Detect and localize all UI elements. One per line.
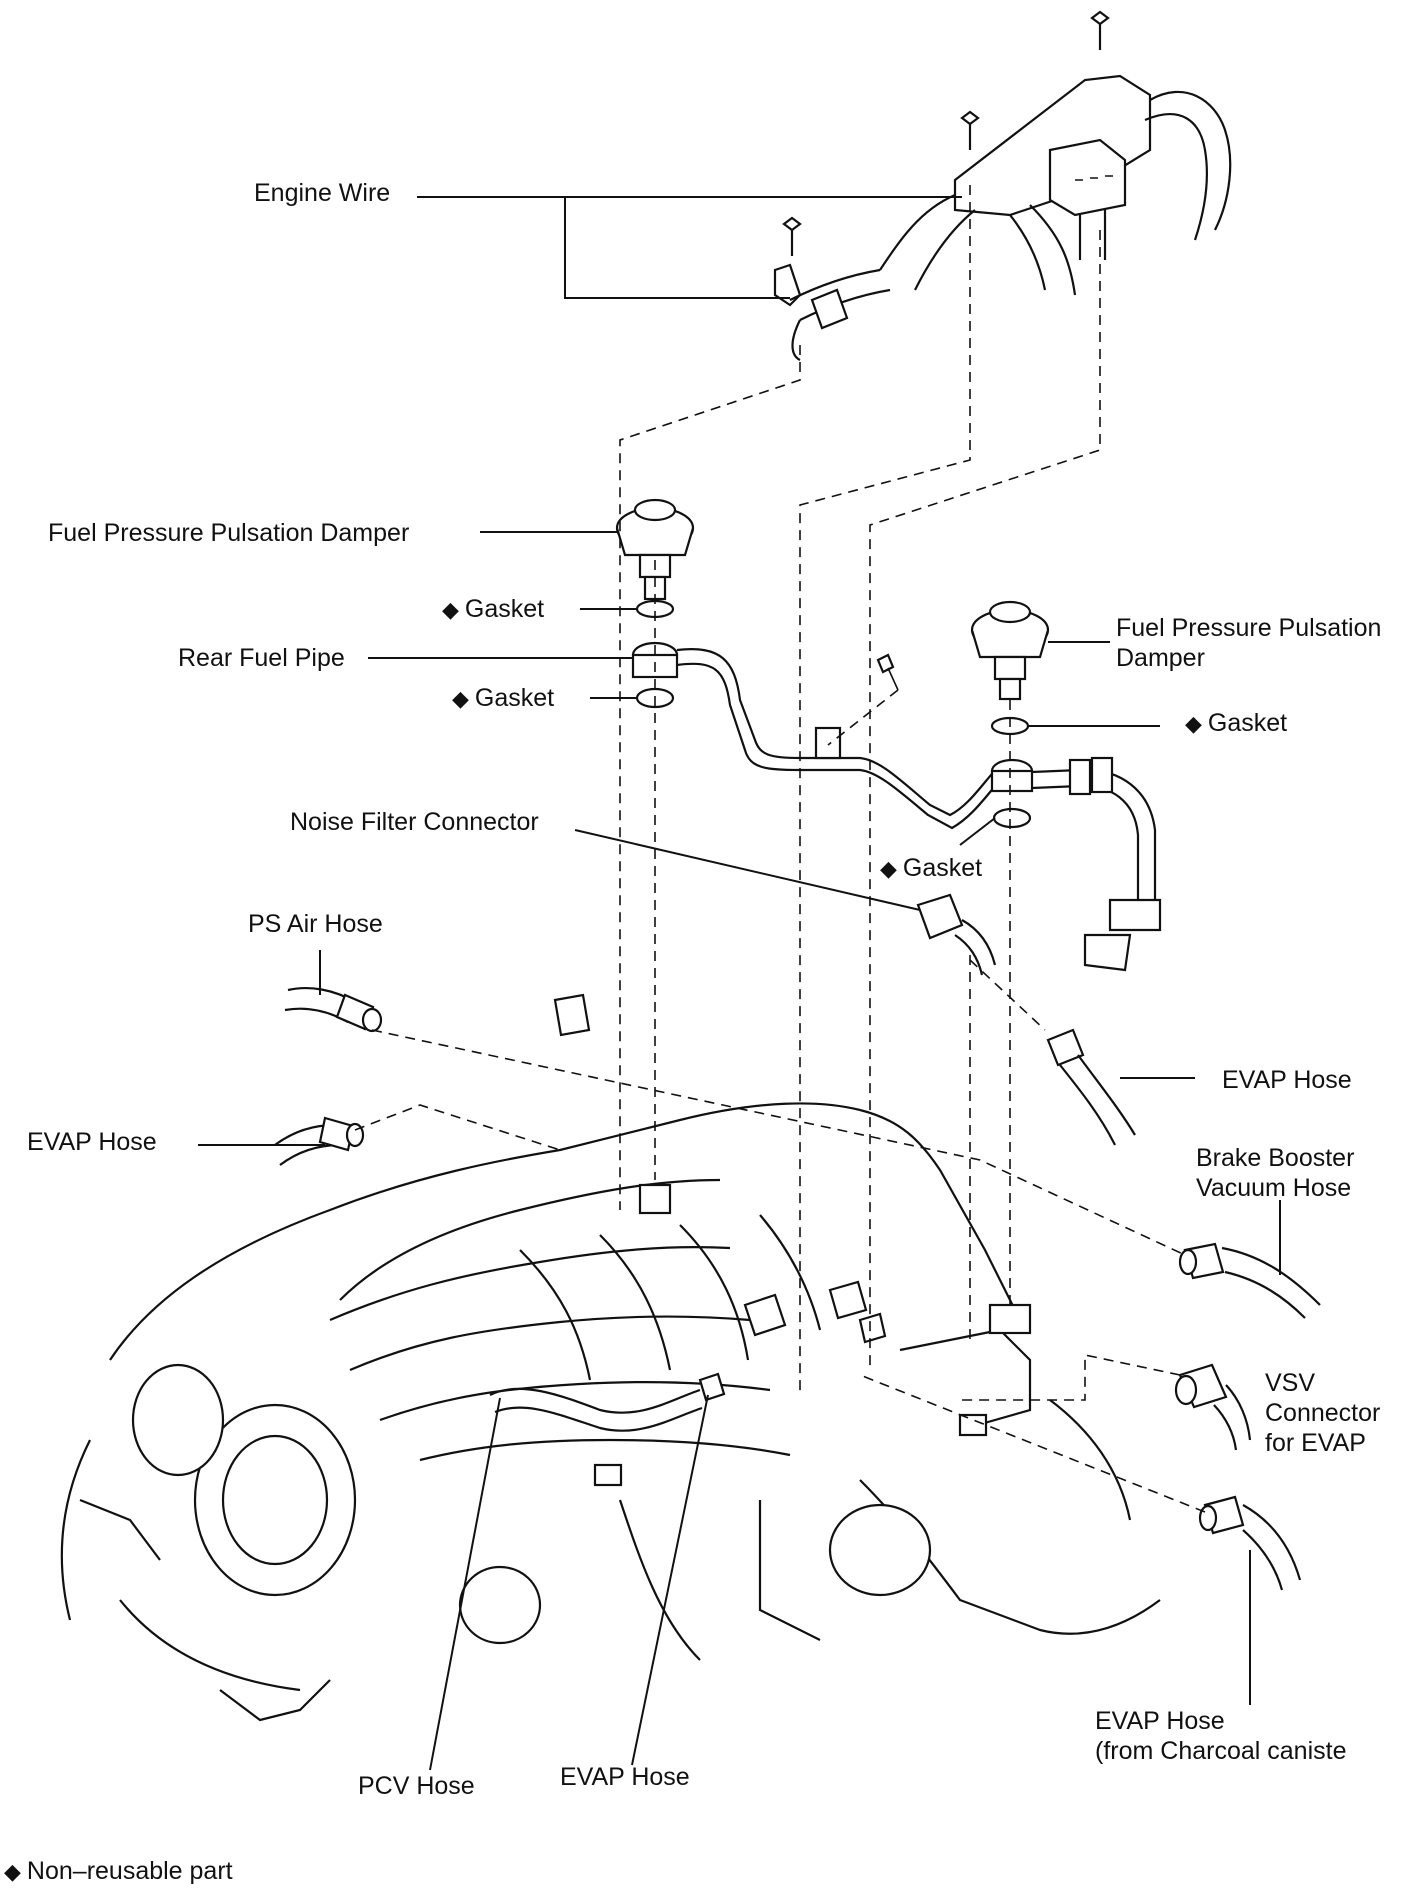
alignment-lines — [354, 185, 1206, 1513]
front-damper — [970, 600, 1050, 701]
brake-booster-hose-part — [1178, 1242, 1321, 1319]
front-fuel-pipe — [990, 756, 1162, 972]
rear-damper — [615, 498, 695, 601]
label-evap-hose-left: EVAP Hose — [27, 1128, 157, 1156]
rear-fuel-pipe — [631, 641, 1011, 830]
legend: ◆Non–reusable part — [4, 1857, 233, 1885]
vsv-connector-part — [1174, 1363, 1252, 1451]
label-noise-filter: Noise Filter Connector — [290, 808, 539, 836]
ps-air-hose — [284, 987, 383, 1033]
engine-wire-harness — [773, 10, 1232, 361]
label-rear-fuel-pipe: Rear Fuel Pipe — [178, 644, 345, 672]
label-pcv-hose: PCV Hose — [358, 1772, 475, 1800]
leader-lines — [198, 196, 1281, 1771]
noise-filter-connector — [916, 893, 997, 976]
evap-hose-left-part — [274, 1116, 365, 1166]
label-evap-hose-bottom: EVAP Hose — [560, 1763, 690, 1791]
gasket-front-bottom — [992, 807, 1032, 829]
non-reusable-icon: ◆ — [880, 856, 897, 881]
non-reusable-icon: ◆ — [4, 1859, 21, 1884]
non-reusable-icon: ◆ — [442, 597, 459, 622]
label-evap-hose-right: EVAP Hose — [1222, 1066, 1352, 1094]
intake-manifold — [60, 993, 1161, 1722]
non-reusable-icon: ◆ — [1185, 711, 1202, 736]
evap-hose-right-part — [1046, 1028, 1136, 1146]
label-gasket-1: ◆Gasket — [442, 595, 545, 623]
label-gasket-2: ◆Gasket — [452, 684, 555, 712]
label-damper-rear: Fuel Pressure Pulsation Damper — [48, 519, 410, 547]
label-gasket-3: ◆Gasket — [1185, 709, 1288, 737]
label-evap-canister: EVAP Hose(from Charcoal caniste — [1095, 1707, 1347, 1765]
label-gasket-4: ◆Gasket — [880, 854, 983, 882]
label-engine-wire: Engine Wire — [254, 179, 391, 207]
label-ps-air-hose: PS Air Hose — [248, 910, 383, 938]
non-reusable-icon: ◆ — [452, 686, 469, 711]
